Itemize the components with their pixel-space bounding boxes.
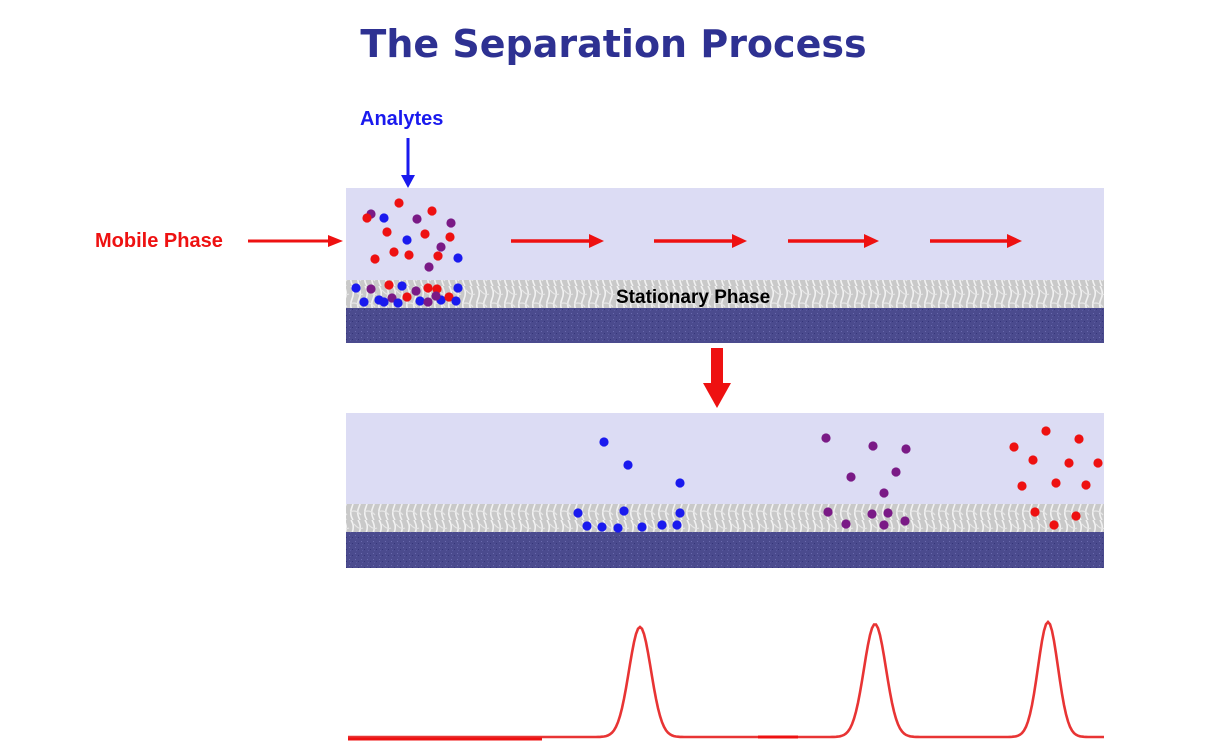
analyte-dot	[446, 218, 456, 228]
flow-arrows	[511, 234, 1022, 248]
analyte-dot	[597, 522, 607, 532]
analyte-dot	[841, 519, 851, 529]
analyte-dot	[657, 520, 667, 530]
analyte-dot	[453, 253, 463, 263]
analyte-dot	[1074, 434, 1084, 444]
mobile-phase-arrow	[248, 235, 343, 247]
chromatogram-trace	[348, 620, 1104, 739]
analyte-dot	[445, 232, 455, 242]
mobile-phase-band	[346, 413, 1104, 504]
analyte-dot	[891, 467, 901, 477]
analyte-dot	[879, 520, 889, 530]
analyte-dot	[879, 488, 889, 498]
analyte-dot	[397, 281, 407, 291]
analyte-dot	[379, 213, 389, 223]
analyte-dot	[821, 433, 831, 443]
analytes-label: Analytes	[360, 108, 444, 130]
stationary-phase-band	[346, 504, 1104, 532]
analyte-dot	[623, 460, 633, 470]
analyte-dot	[444, 292, 454, 302]
analyte-dot	[404, 250, 414, 260]
analyte-dot	[415, 296, 425, 306]
analyte-dot	[427, 206, 437, 216]
separated-analytes	[573, 426, 1103, 533]
analyte-dot	[867, 509, 877, 519]
analyte-dot	[1093, 458, 1103, 468]
analyte-dot	[382, 227, 392, 237]
analyte-dot	[883, 508, 893, 518]
analyte-dot	[432, 284, 442, 294]
analyte-dot	[1064, 458, 1074, 468]
analyte-dot	[412, 214, 422, 224]
analyte-dot	[599, 437, 609, 447]
analyte-dot	[393, 298, 403, 308]
support-band	[346, 308, 1104, 343]
analyte-dot	[394, 198, 404, 208]
analyte-dot	[582, 521, 592, 531]
analyte-dot	[613, 523, 623, 533]
transition-arrow	[703, 348, 731, 408]
analyte-dot	[675, 508, 685, 518]
analyte-dot	[366, 284, 376, 294]
analyte-dot	[411, 286, 421, 296]
mobile-phase-band	[346, 188, 1104, 280]
analyte-dot	[823, 507, 833, 517]
analyte-dot	[675, 478, 685, 488]
analyte-dot	[1051, 478, 1061, 488]
analyte-dot	[1049, 520, 1059, 530]
analyte-dot	[433, 251, 443, 261]
analyte-dot	[1030, 507, 1040, 517]
analyte-dot	[637, 522, 647, 532]
analyte-dot	[436, 242, 446, 252]
analyte-dot	[573, 508, 583, 518]
analyte-dot	[370, 254, 380, 264]
analyte-dot	[384, 280, 394, 290]
stationary-phase-label: Stationary Phase	[616, 287, 771, 308]
analyte-dot	[868, 441, 878, 451]
analyte-mixture	[351, 198, 463, 308]
analyte-dot	[359, 297, 369, 307]
analyte-dot	[900, 516, 910, 526]
analyte-dot	[619, 506, 629, 516]
analyte-dot	[901, 444, 911, 454]
analyte-dot	[1071, 511, 1081, 521]
support-band	[346, 532, 1104, 568]
analyte-dot	[402, 235, 412, 245]
analyte-dot	[379, 297, 389, 307]
analyte-dot	[423, 297, 433, 307]
analyte-dot	[402, 292, 412, 302]
column-bottom	[346, 413, 1104, 568]
analyte-dot	[431, 291, 441, 301]
chromatogram	[348, 620, 1104, 741]
column-top	[346, 188, 1104, 343]
analyte-dot	[1028, 455, 1038, 465]
analyte-dot	[424, 262, 434, 272]
analyte-dot	[1081, 480, 1091, 490]
analyte-dot	[672, 520, 682, 530]
analyte-dot	[389, 247, 399, 257]
stationary-phase-band	[346, 280, 1104, 308]
analyte-dot	[1009, 442, 1019, 452]
mobile-phase-label: Mobile Phase	[95, 230, 223, 252]
analyte-dot	[351, 283, 361, 293]
analytes-arrow	[401, 138, 415, 188]
analyte-dot	[1041, 426, 1051, 436]
analyte-dot	[362, 213, 372, 223]
analyte-dot	[423, 283, 433, 293]
page-title: The Separation Process	[360, 22, 867, 66]
analyte-dot	[453, 283, 463, 293]
analyte-dot	[451, 296, 461, 306]
analyte-dot	[846, 472, 856, 482]
analyte-dot	[1017, 481, 1027, 491]
analyte-dot	[420, 229, 430, 239]
